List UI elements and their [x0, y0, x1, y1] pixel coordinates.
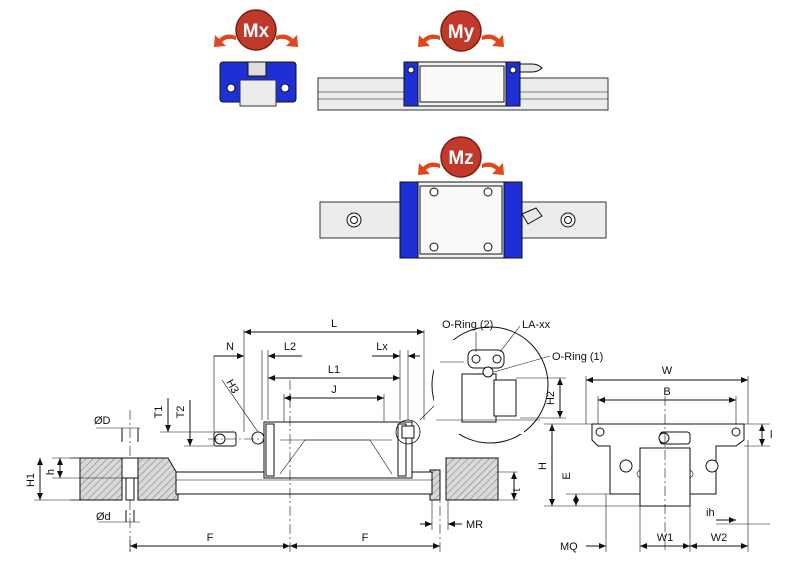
my-grease-nipple-icon — [519, 63, 543, 73]
my-moment-icon: My — [418, 10, 504, 52]
base-plate-right — [445, 457, 499, 501]
dim-L1: L1 — [328, 364, 340, 376]
my-moment-view: My — [317, 10, 609, 111]
dim-ih: ih — [706, 507, 715, 519]
dim-W: W — [662, 365, 673, 377]
dim-t: t — [511, 488, 523, 491]
dim-N: N — [226, 341, 234, 353]
dim-L2: L2 — [284, 341, 296, 353]
dim-W2: W2 — [711, 532, 728, 544]
side-view: L N L2 Lx L1 J H3 T1 T2 ØD h — [25, 318, 523, 552]
oring1-label: O-Ring (1) — [552, 351, 603, 363]
dim-H3: H3 — [223, 378, 240, 396]
mz-moment-view: Mz — [319, 136, 607, 259]
dim-E: E — [561, 472, 573, 479]
mx-rail — [239, 79, 277, 107]
mz-moment-icon: Mz — [418, 136, 504, 178]
dim-h: h — [45, 469, 57, 475]
dim-B: B — [663, 386, 670, 398]
side-block — [263, 421, 413, 479]
dim-T2: T2 — [175, 406, 187, 419]
dim-H1: H1 — [25, 473, 37, 487]
dim-J: J — [331, 384, 337, 396]
base-plate-left — [79, 457, 123, 501]
oring2-label: O-Ring (2) — [442, 319, 493, 331]
dim-Od: Ød — [96, 511, 111, 523]
dim-F-left: F — [207, 532, 214, 544]
dim-Lx: Lx — [376, 341, 388, 353]
dim-F-right: F — [362, 532, 369, 544]
mz-grease-nipple-icon — [521, 207, 543, 225]
mx-moment-icon: Mx — [214, 9, 298, 51]
dim-T1: T1 — [153, 406, 165, 419]
dim-L: L — [331, 318, 337, 330]
dim-OD: ØD — [94, 415, 111, 427]
my-label: My — [448, 22, 475, 43]
dim-MQ: MQ — [560, 541, 578, 553]
la-label: LA-xx — [522, 319, 551, 331]
dim-W1: W1 — [657, 532, 674, 544]
mx-moment-view: Mx — [214, 9, 298, 107]
mx-label: Mx — [243, 21, 270, 42]
dim-H2: H2 — [545, 391, 557, 405]
detail-view: O-Ring (2) LA-xx O-Ring (1) H2 — [419, 319, 603, 444]
dim-l: l — [770, 429, 772, 441]
mz-label: Mz — [448, 148, 473, 169]
dim-MR: MR — [466, 519, 483, 531]
end-view: W B H E l ih MQ W1 W2 — [537, 365, 772, 553]
dim-H: H — [537, 462, 549, 470]
